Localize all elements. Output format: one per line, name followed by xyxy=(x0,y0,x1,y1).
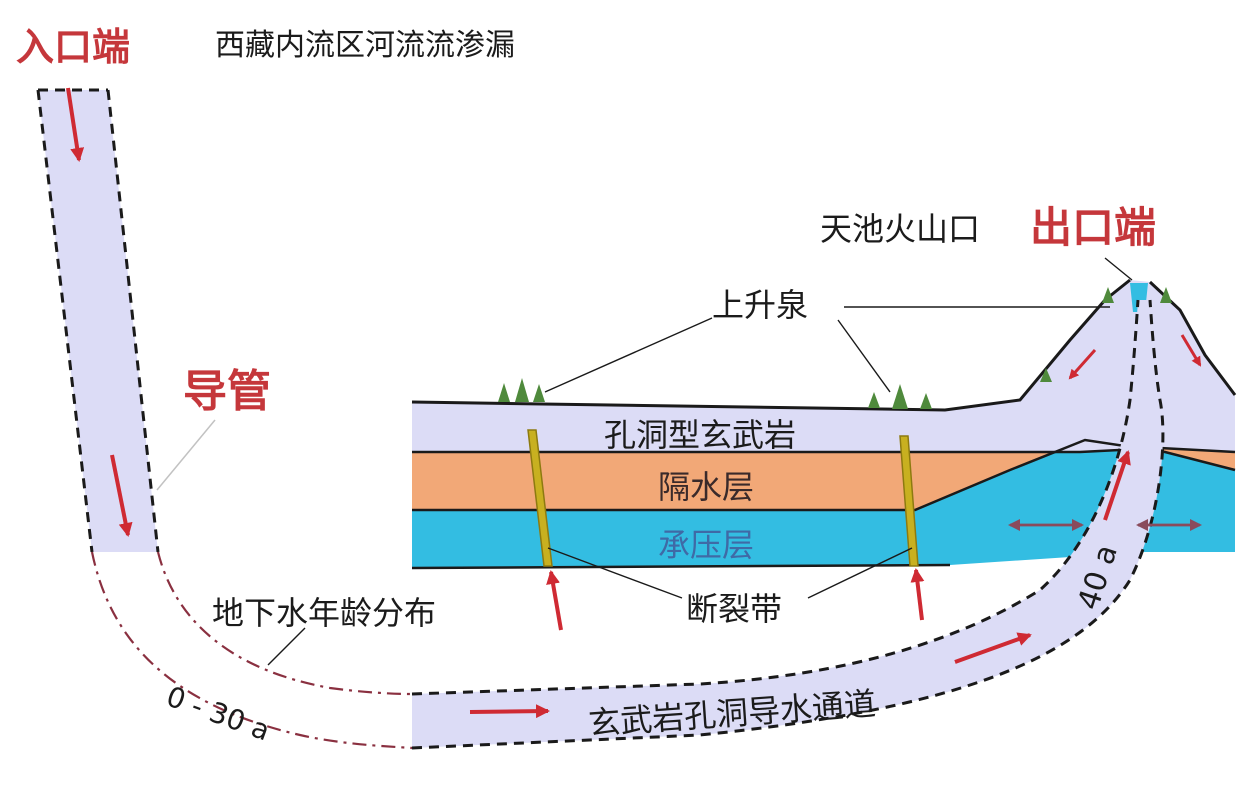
confined-layer xyxy=(412,440,1235,568)
spring-label: 上升泉 xyxy=(712,286,808,324)
conduit-right-edge xyxy=(106,89,160,553)
channel-bottom-edge xyxy=(411,299,1165,750)
crater-leader xyxy=(1104,257,1133,281)
age-zone-outer xyxy=(90,551,413,750)
crater-label: 天池火山口 xyxy=(820,210,980,248)
channel-arrow-1 xyxy=(469,704,550,719)
outlet-label: 出口端 xyxy=(1030,203,1156,252)
aquiclude-layer xyxy=(412,440,1235,510)
fault-zone-left xyxy=(527,429,553,567)
age-range-label: 0 - 30 a xyxy=(162,680,274,748)
tree-group-middle xyxy=(868,384,932,409)
conduit-leader xyxy=(156,419,216,491)
basalt-channel xyxy=(412,300,1163,748)
flow-arrows xyxy=(66,87,1202,719)
channel-top-edge xyxy=(411,299,1140,696)
fault-arrow-right xyxy=(910,568,925,621)
fault-arrow-left xyxy=(546,570,563,631)
basalt-layer-label: 孔洞型玄武岩 xyxy=(604,416,796,454)
age-zone-inner xyxy=(156,551,413,696)
fault-zone-right xyxy=(899,435,919,567)
tree-group-crater xyxy=(1040,287,1172,382)
age-distribution-label: 地下水年龄分布 xyxy=(212,594,436,632)
diagram-title: 西藏内流区河流流渗漏 xyxy=(215,28,515,63)
confined-top-line xyxy=(412,438,1236,512)
spring-leader-left xyxy=(544,317,713,393)
tree-group-left xyxy=(498,378,545,402)
inlet-label: 入口端 xyxy=(16,25,130,69)
conduit-pipe xyxy=(38,90,158,552)
conduit-label: 导管 xyxy=(183,366,271,417)
inlet-arrow xyxy=(66,87,85,162)
fault-leader-left xyxy=(547,547,683,599)
fault-zone-label: 断裂带 xyxy=(686,590,782,628)
confined-bottom-line xyxy=(411,563,951,570)
fault-leader-right xyxy=(807,547,913,599)
channel-arrow-2 xyxy=(954,632,1032,664)
mountain-arrow-right xyxy=(1180,334,1202,367)
mountain-arrow-left xyxy=(1068,349,1097,380)
basalt-layer xyxy=(412,280,1235,452)
channel-arrow-3 xyxy=(1103,450,1131,521)
aquiclude-label: 隔水层 xyxy=(658,468,754,506)
conduit-left-edge xyxy=(36,89,94,553)
spring-leader-right xyxy=(837,319,891,393)
age-leader xyxy=(267,627,306,666)
conduit-arrow xyxy=(110,454,133,537)
confined-label: 承压层 xyxy=(658,526,754,564)
